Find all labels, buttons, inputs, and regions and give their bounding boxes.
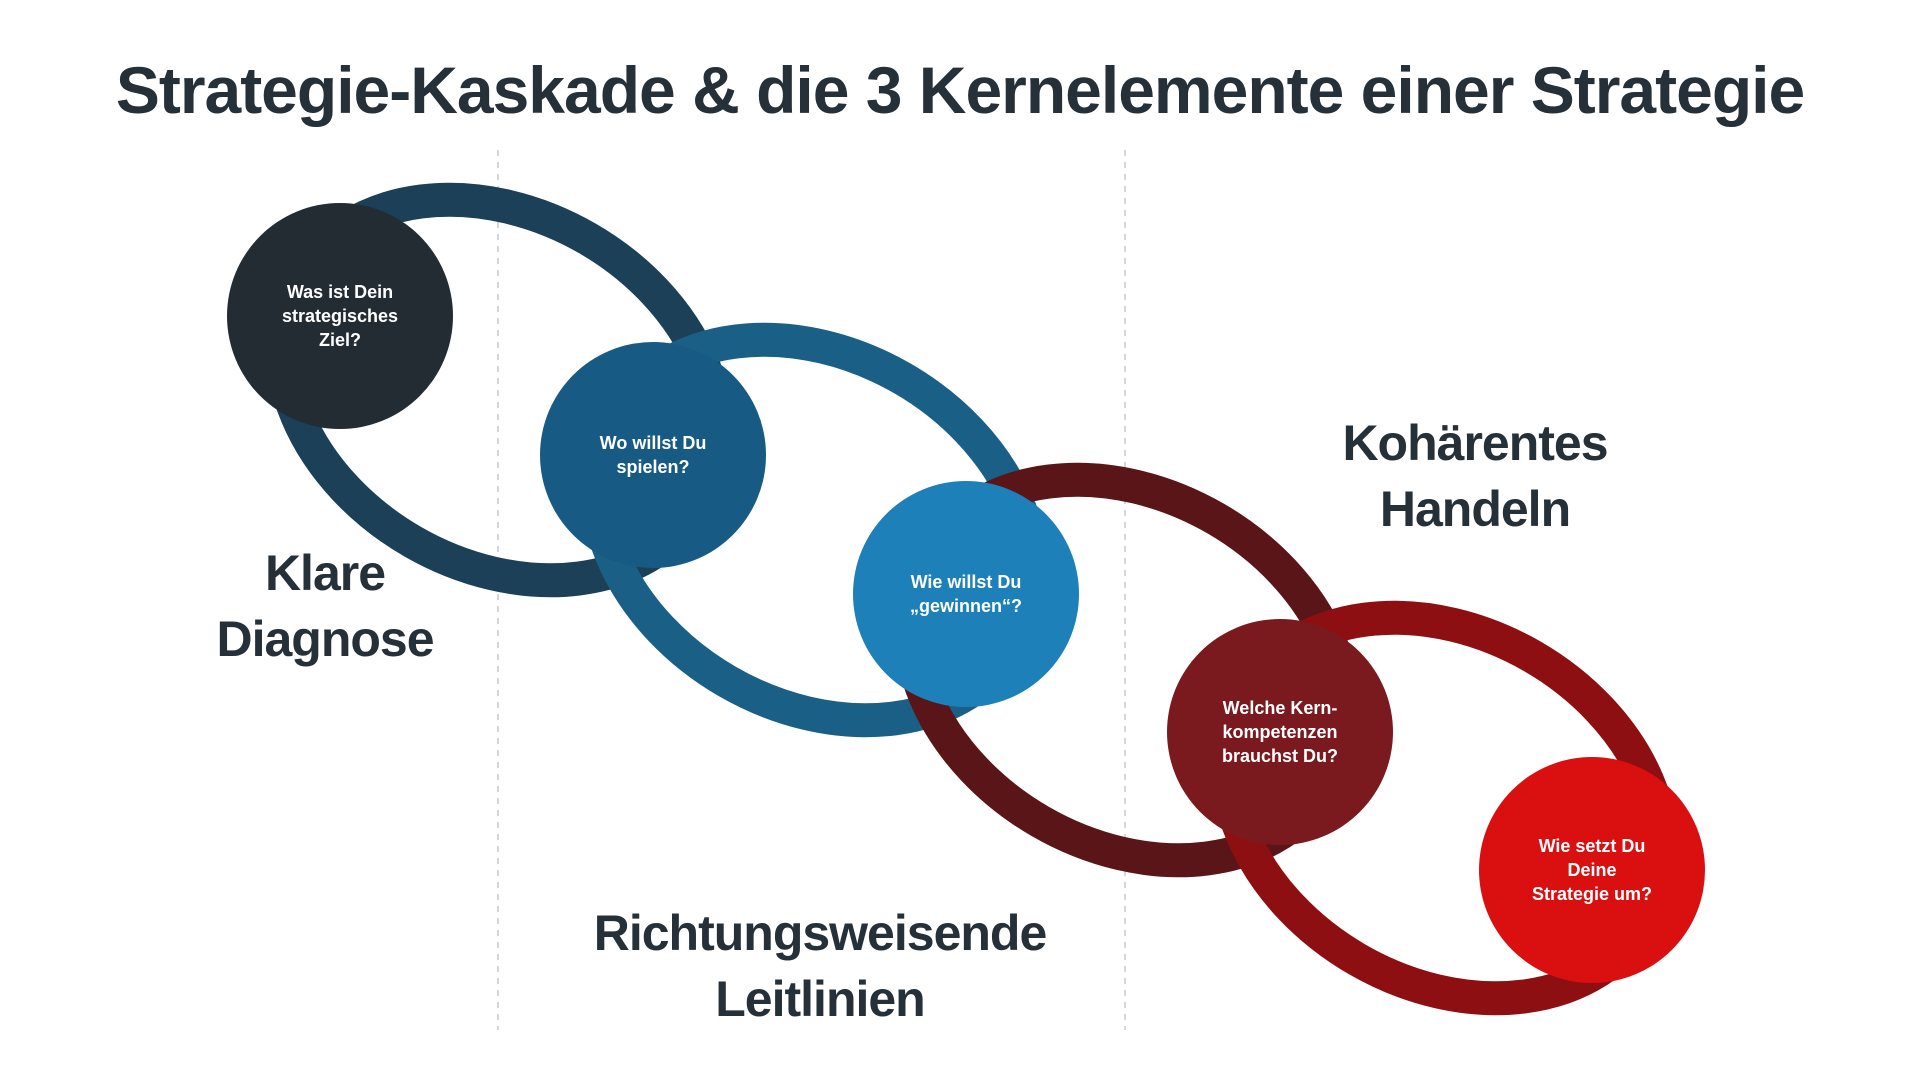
label-handeln-line-1: Kohärentes: [1342, 415, 1608, 471]
circle-4-line-1: Welche Kern-: [1222, 698, 1338, 718]
circle-1: [227, 203, 453, 429]
label-handeln: Kohärentes Handeln: [1290, 410, 1660, 542]
label-diagnose: Klare Diagnose: [160, 540, 490, 672]
circle-1-line-1: Was ist Dein: [286, 282, 394, 302]
circle-4: [1167, 619, 1393, 845]
label-handeln-line-2: Handeln: [1379, 481, 1571, 537]
label-diagnose-line-2: Diagnose: [216, 611, 434, 667]
label-diagnose-line-1: Klare: [264, 545, 386, 601]
circle-3: [853, 481, 1079, 707]
circle-5-line-2: Deine: [1567, 860, 1617, 880]
circle-5: [1479, 757, 1705, 983]
circle-2: [540, 342, 766, 568]
label-leitlinien-line-2: Leitlinien: [715, 971, 925, 1027]
circle-2-text: Wo willst Du spielen?: [553, 431, 753, 479]
page-title: Strategie-Kaskade & die 3 Kernelemente e…: [115, 53, 1805, 127]
circle-5-line-1: Wie setzt Du: [1538, 836, 1646, 856]
label-leitlinien: Richtungsweisende Leitlinien: [560, 900, 1080, 1032]
circle-4-line-3: brauchst Du?: [1221, 746, 1338, 766]
circle-1-line-2: strategisches: [281, 306, 399, 326]
circle-1-text: Was ist Dein strategisches Ziel?: [240, 280, 440, 352]
circle-3-text: Wie willst Du „gewinnen“?: [866, 570, 1066, 618]
circle-5-line-3: Strategie um?: [1531, 884, 1653, 904]
circle-2-line-2: spielen?: [616, 457, 690, 477]
circle-4-text: Welche Kern- kompetenzen brauchst Du?: [1180, 696, 1380, 768]
circle-4-line-2: kompetenzen: [1222, 722, 1338, 742]
label-leitlinien-line-1: Richtungsweisende: [593, 905, 1048, 961]
circle-1-line-3: Ziel?: [318, 330, 361, 350]
circle-3-line-1: Wie willst Du: [910, 572, 1022, 592]
circle-5-text: Wie setzt Du Deine Strategie um?: [1492, 834, 1692, 906]
circle-3-line-2: „gewinnen“?: [910, 596, 1022, 616]
circle-2-line-1: Wo willst Du: [599, 433, 707, 453]
